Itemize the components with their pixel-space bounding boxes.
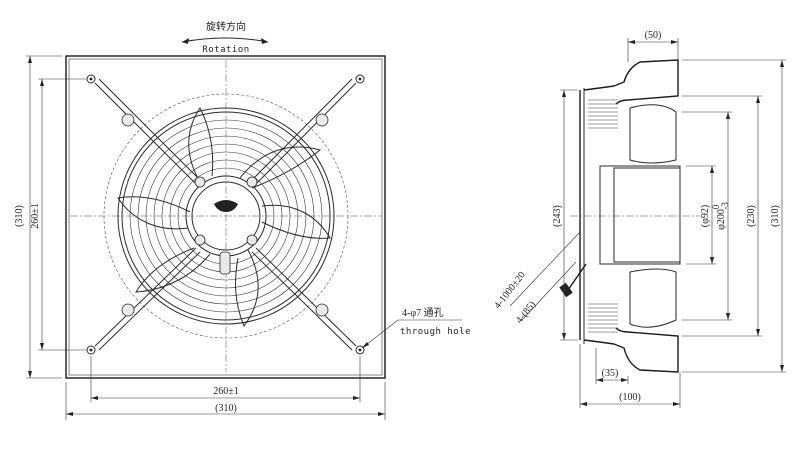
dim-243: (243): [552, 205, 563, 227]
brand-logo: [214, 200, 238, 212]
mounting-plate-edge: [68, 58, 383, 376]
dim-hole-height: 260±1: [30, 203, 41, 229]
dim-100: (100): [619, 392, 641, 403]
dim-50: (50): [645, 30, 662, 41]
rotation-label-en: Rotation: [202, 45, 249, 55]
hole-note: 4-φ7 通孔 through hole: [361, 307, 471, 349]
front-dims-left: (310) 260±1: [14, 55, 86, 379]
dim-35: (35): [602, 368, 619, 379]
mounting-plate: [65, 55, 386, 379]
guard-struts: [94, 78, 357, 351]
cable-gland: [219, 251, 231, 275]
rotation-label-cn: 旋转方向: [206, 20, 246, 33]
front-view: 旋转方向 Rotation: [14, 20, 471, 420]
mounting-holes: [86, 74, 365, 355]
cable: [567, 263, 587, 291]
dim-200: φ2000-3: [711, 202, 730, 230]
dim-85: 4-(85): [514, 299, 538, 325]
dim-310-side: (310): [770, 205, 781, 227]
dim-hole-width: 260±1: [213, 386, 239, 397]
motor-body: [599, 165, 681, 265]
side-ribs: [588, 99, 618, 333]
dim-cable-value: 1000±20: [497, 270, 528, 305]
dim-230: (230): [746, 205, 757, 227]
dim-total-height: (310): [14, 205, 25, 227]
dim-total-width: (310): [215, 403, 237, 414]
dim-200-value: φ200: [716, 209, 727, 230]
dim-200-tol-upper: 0: [711, 204, 721, 209]
motor-hub: [185, 175, 267, 275]
dim-92: (φ92): [700, 205, 711, 227]
dim-200-tol-lower: -3: [720, 202, 730, 210]
front-dims-bottom: 260±1 (310): [65, 356, 386, 420]
fan-blades: [117, 107, 331, 328]
rotation-arrow: 旋转方向 Rotation: [181, 20, 269, 55]
side-view: (50): [492, 30, 786, 408]
bottom-flange: [583, 327, 679, 373]
dim-cable: 4-1000±20: [492, 270, 528, 311]
hole-note-cn: 4-φ7 通孔: [402, 307, 444, 319]
top-flange: [583, 59, 679, 105]
blade-lower: [629, 268, 677, 328]
hole-note-en: through hole: [400, 327, 471, 337]
blade-upper: [629, 104, 677, 164]
